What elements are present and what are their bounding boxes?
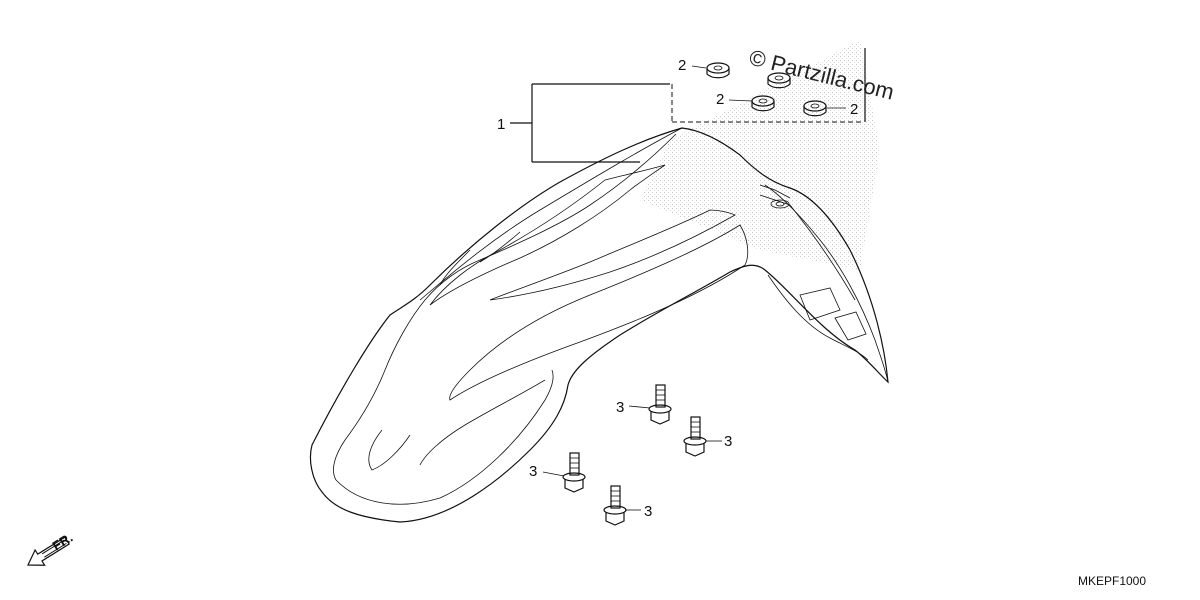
- callout-1-bracket: [510, 83, 670, 163]
- leader-3a: [628, 405, 651, 409]
- grommet-nut-4: [803, 100, 827, 117]
- leader-2a: [691, 65, 707, 69]
- callout-2-nut-a: 2: [678, 57, 686, 74]
- grommet-nut-1: [706, 62, 730, 79]
- callout-1: 1: [497, 116, 505, 133]
- leader-2b: [728, 99, 753, 102]
- front-fender: [309, 127, 889, 523]
- callout-3-bolt-b: 3: [724, 433, 732, 450]
- watermark-stipple: [640, 40, 880, 270]
- diagram-code: MKEPF1000: [1078, 574, 1146, 588]
- grommet-group-outline: [671, 48, 866, 123]
- callout-3-bolt-d: 3: [644, 503, 652, 520]
- callout-2-nut-c: 2: [850, 101, 858, 118]
- flange-bolt-3: [562, 452, 586, 493]
- leader-3c: [542, 471, 565, 477]
- front-direction-arrow: [27, 536, 70, 566]
- callout-2-nut-b: 2: [716, 91, 724, 108]
- callout-3-bolt-c: 3: [529, 463, 537, 480]
- grommet-nut-2: [767, 72, 791, 89]
- callout-3-bolt-a: 3: [616, 399, 624, 416]
- flange-bolt-2: [683, 416, 707, 457]
- flange-bolt-4: [603, 485, 627, 526]
- flange-bolt-1: [648, 384, 672, 425]
